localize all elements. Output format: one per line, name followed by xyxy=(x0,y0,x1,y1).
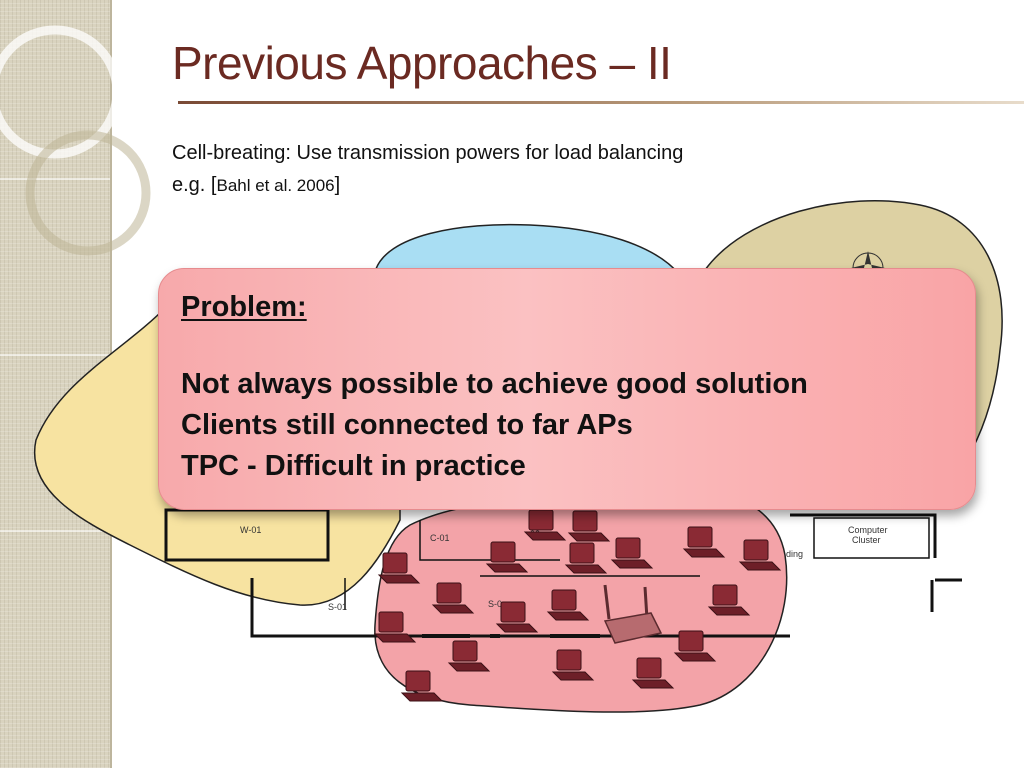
problem-point: TPC - Difficult in practice xyxy=(181,450,526,482)
problem-point: Clients still connected to far APs xyxy=(181,409,633,441)
laptop-icon xyxy=(738,539,782,571)
body-line-2: e.g. [Bahl et al. 2006] xyxy=(172,174,340,197)
citation-text: Bahl et al. 2006 xyxy=(216,176,335,195)
callout-spacer xyxy=(181,334,953,364)
decorative-rings xyxy=(0,25,151,256)
body-line-1: Cell-breating: Use transmission powers f… xyxy=(172,142,684,164)
room-label: Computer xyxy=(848,525,888,535)
laptop-icon xyxy=(546,589,590,621)
laptop-icon xyxy=(551,649,595,681)
problem-callout: Problem: Not always possible to achieve … xyxy=(158,268,976,510)
problem-heading: Problem: xyxy=(181,291,307,323)
laptop-icon xyxy=(564,542,608,574)
wall-lower xyxy=(250,578,790,638)
problem-point: Not always possible to achieve good solu… xyxy=(181,368,808,400)
wall-right xyxy=(790,513,962,612)
laptop-icon xyxy=(523,509,567,541)
wall-room-w01 xyxy=(164,508,330,562)
laptop-icon xyxy=(495,601,539,633)
room-label: ding xyxy=(786,549,803,559)
coverage-area-blue xyxy=(374,223,682,276)
laptop-icon xyxy=(610,537,654,569)
laptop-icon xyxy=(447,640,491,672)
room-label: S-01 xyxy=(328,602,347,612)
citation-open: e.g. [ xyxy=(172,174,217,196)
laptop-icon xyxy=(673,630,717,662)
laptop-group xyxy=(373,509,782,702)
access-point-icon xyxy=(603,584,663,644)
ring-lower xyxy=(25,130,151,256)
strip-seam xyxy=(0,354,112,356)
citation-close: ] xyxy=(334,174,341,196)
laptop-icon xyxy=(682,526,726,558)
ring-upper xyxy=(0,25,122,159)
laptop-icon xyxy=(567,510,611,542)
laptop-icon xyxy=(373,611,417,643)
laptop-icon xyxy=(400,670,444,702)
title-underline xyxy=(178,101,1024,104)
laptop-icon xyxy=(485,541,529,573)
laptop-icon xyxy=(631,657,675,689)
laptop-icon xyxy=(431,582,475,614)
room-label: S-0 xyxy=(488,599,502,609)
strip-seam xyxy=(0,530,112,532)
slide-title: Previous Approaches – II xyxy=(172,37,672,89)
laptop-icon xyxy=(707,584,751,616)
laptop-icon xyxy=(377,552,421,584)
room-label: W-01 xyxy=(240,525,261,535)
wall-computer-cluster xyxy=(813,517,930,559)
floorplan-walls xyxy=(164,508,962,638)
room-label: Cluster xyxy=(852,535,881,545)
room-label: C-01 xyxy=(430,533,450,543)
strip-seam xyxy=(0,178,112,180)
